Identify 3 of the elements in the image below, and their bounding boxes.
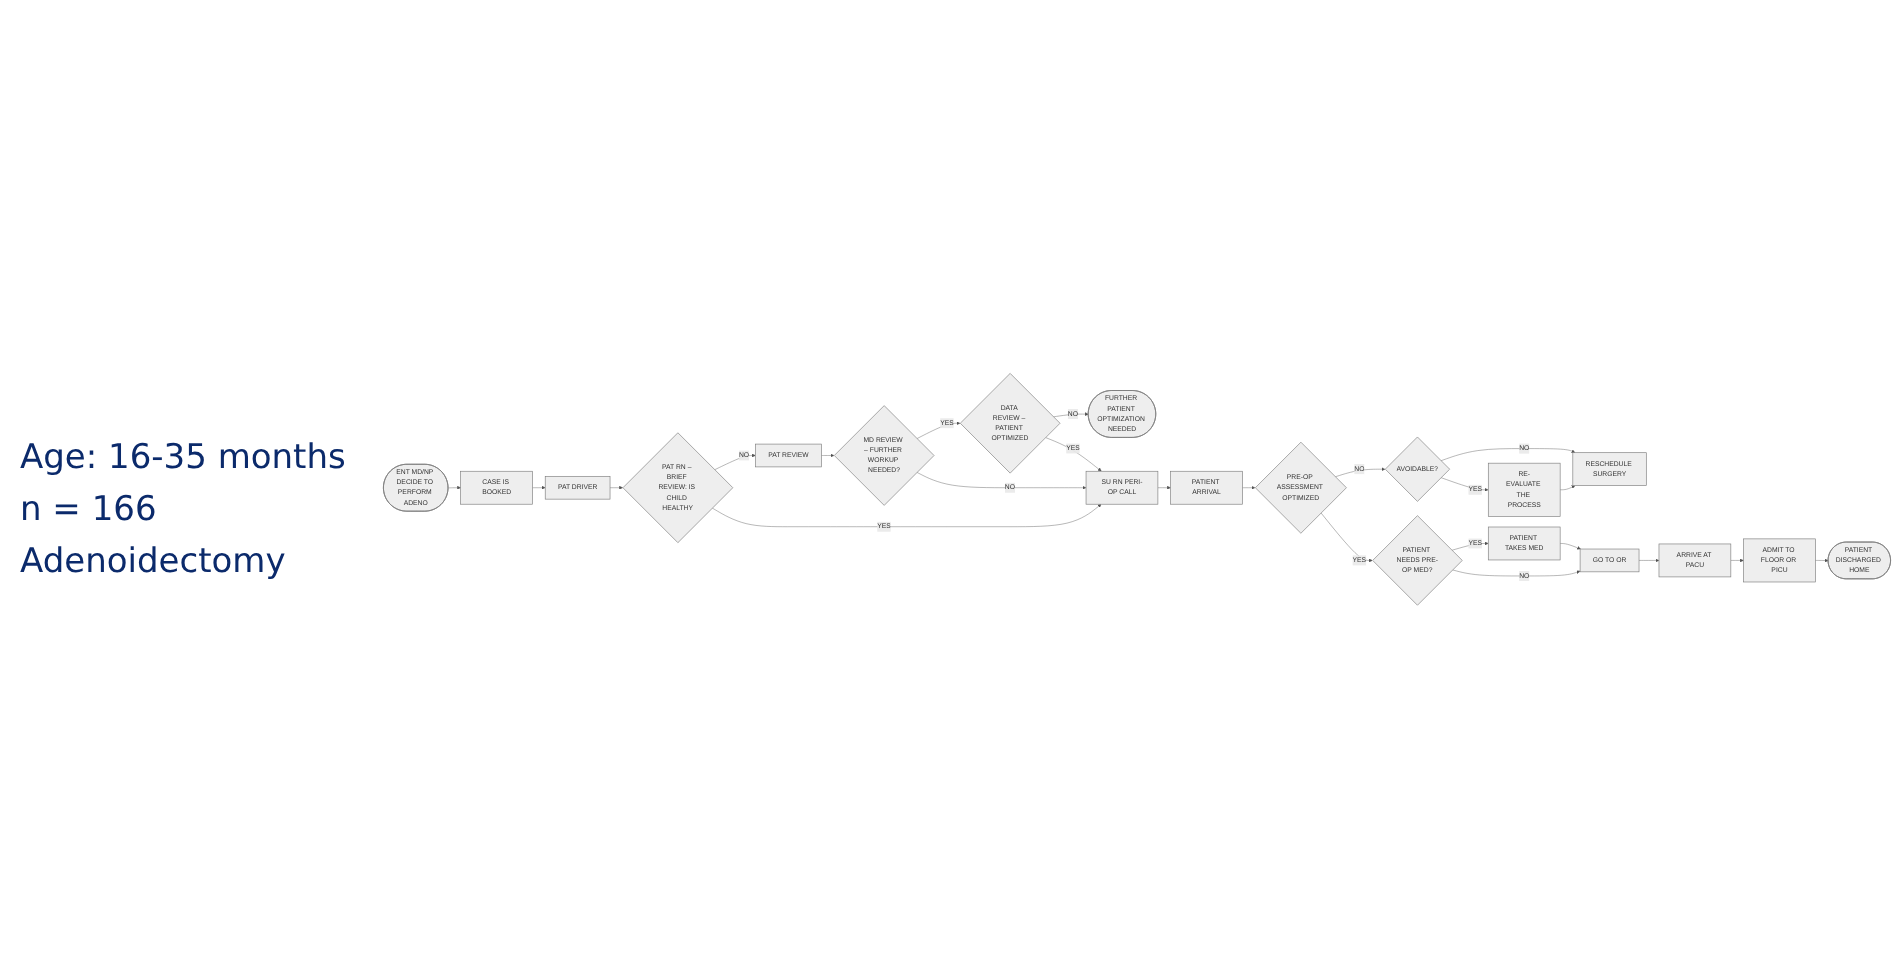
note-text: Age: 16-35 months (20, 435, 348, 481)
note-text: n = 166 (20, 487, 159, 533)
note-text: Adenoidectomy (20, 539, 288, 585)
